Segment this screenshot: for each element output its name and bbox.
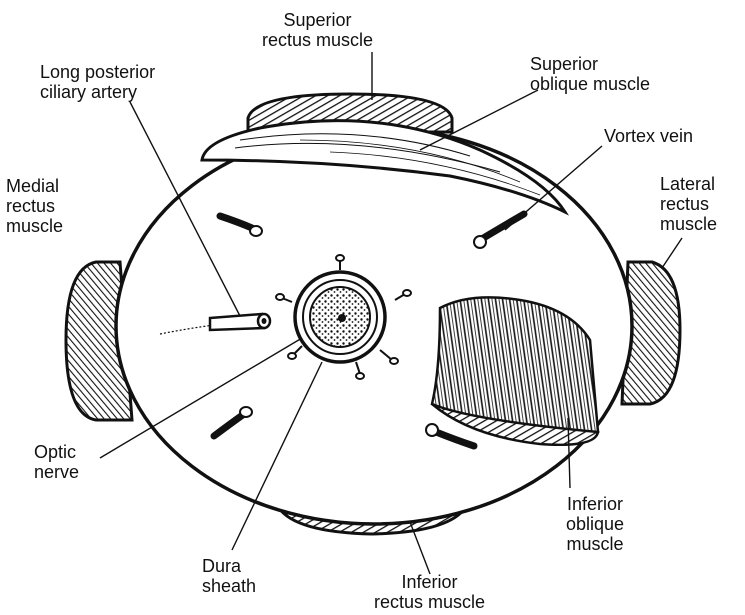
label-inferior-oblique-muscle: Inferior oblique muscle [566,494,624,554]
leader-lateral-rectus [662,238,682,268]
label-vortex-vein: Vortex vein [604,126,693,146]
label-medial-rectus-muscle: Medial rectus muscle [6,176,63,236]
label-lateral-rectus-muscle: Lateral rectus muscle [660,174,717,234]
label-inferior-rectus-muscle: Inferior rectus muscle [374,572,485,612]
label-dura-sheath: Dura sheath [202,556,256,596]
label-long-posterior-ciliary-artery: Long posterior ciliary artery [40,62,155,102]
label-superior-oblique-muscle: Superior oblique muscle [530,54,650,94]
label-superior-rectus-muscle: Superior rectus muscle [262,10,373,50]
label-optic-nerve: Optic nerve [34,442,79,482]
optic-nerve [295,272,385,362]
